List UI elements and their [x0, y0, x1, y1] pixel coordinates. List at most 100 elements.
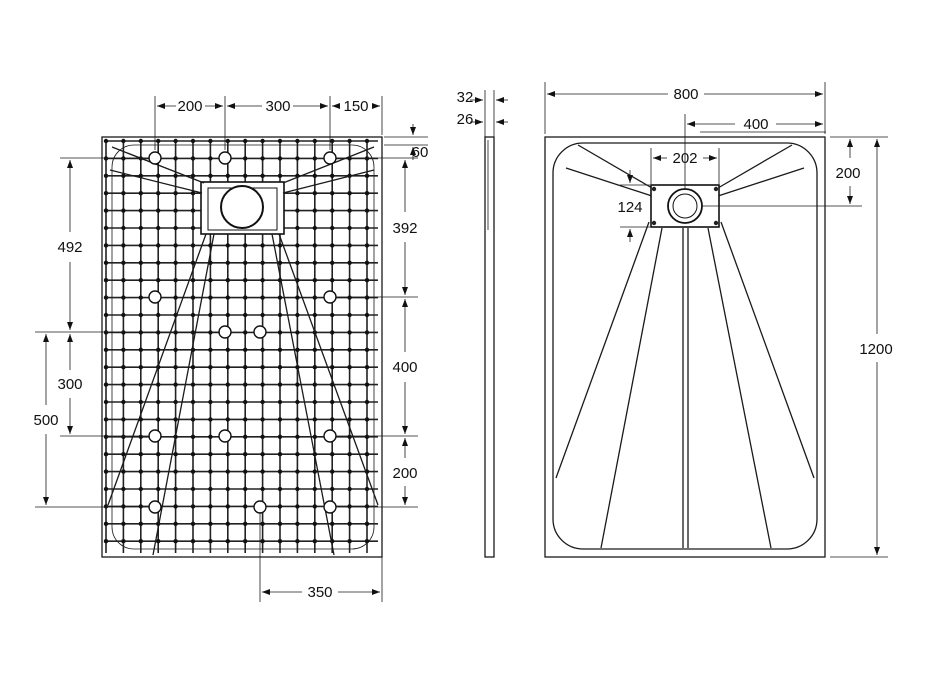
grid-node [121, 208, 126, 213]
grid-node [156, 173, 161, 178]
grid-node [138, 243, 143, 248]
grid-node [173, 225, 178, 231]
grid-node [208, 138, 213, 144]
grid-node [295, 539, 300, 544]
support-feet [148, 151, 337, 514]
grid-node [277, 434, 283, 439]
grid-node [364, 191, 370, 196]
back-view-outline [101, 136, 383, 558]
grid-node [243, 260, 248, 265]
grid-node [156, 469, 161, 474]
grid-node [330, 521, 335, 526]
foot [323, 500, 337, 514]
grid-node [295, 469, 300, 474]
grid-node [190, 504, 196, 509]
grid-node [103, 521, 109, 526]
grid-node [225, 521, 230, 526]
grid-node [138, 278, 143, 283]
grid-node [208, 156, 213, 161]
grid-node [208, 504, 213, 509]
dim-front-124: 124 [617, 199, 642, 216]
grid-node [295, 156, 300, 161]
grid-node [138, 434, 143, 439]
grid-node [347, 225, 352, 231]
dim-side-32: 32 [457, 89, 474, 106]
grid-node [364, 295, 370, 300]
grid-node [260, 452, 265, 457]
grid-node [347, 330, 352, 335]
grid-node [295, 208, 300, 213]
grid-node [190, 156, 196, 161]
grid-node [190, 191, 196, 196]
grid-node [243, 138, 248, 144]
grid-node [190, 417, 196, 422]
grid-node [225, 365, 230, 370]
grid-node [295, 138, 300, 144]
grid-node [330, 312, 335, 318]
grid-node [103, 452, 109, 457]
grid-node [173, 156, 178, 161]
grid-node [277, 156, 283, 161]
grid-node [243, 156, 248, 161]
grid-node [312, 539, 317, 544]
grid-node [138, 347, 143, 352]
grid-node [347, 539, 352, 544]
grid-node [243, 312, 248, 318]
grid-node [121, 399, 126, 405]
grid-node [364, 330, 370, 335]
grid-node [138, 399, 143, 405]
grid-node [121, 173, 126, 178]
grid-node [208, 399, 213, 405]
foot [253, 500, 267, 514]
grid-node [190, 521, 196, 526]
grid-node [138, 260, 143, 265]
grid-node [121, 243, 126, 248]
grid-node [103, 539, 109, 544]
grid-node [103, 208, 109, 213]
grid-node [260, 260, 265, 265]
grid-node [330, 469, 335, 474]
grid-node [347, 138, 352, 144]
grid-node [121, 521, 126, 526]
grid-node [103, 382, 109, 387]
grid-node [173, 382, 178, 387]
grid-node [243, 295, 248, 300]
grid-node [295, 486, 300, 492]
grid-node [330, 138, 335, 144]
grid-node [225, 260, 230, 265]
dim-front-400: 400 [743, 116, 768, 133]
grid-node [243, 452, 248, 457]
grid-node [243, 347, 248, 352]
dim-front-200: 200 [835, 165, 860, 182]
back-left-dimension-lines [35, 157, 220, 508]
grid-node [208, 312, 213, 318]
grid-node [190, 278, 196, 283]
dim-right-392: 392 [392, 220, 417, 237]
grid-node [103, 312, 109, 318]
foot [323, 151, 337, 165]
grate-corner-screws [651, 186, 719, 226]
grid-node [103, 278, 109, 283]
grid-node [260, 156, 265, 161]
foot [218, 325, 232, 339]
grid-node [277, 365, 283, 370]
grid-node [103, 365, 109, 370]
foot [218, 429, 232, 443]
grid-node [277, 504, 283, 509]
grid-node [225, 417, 230, 422]
grid-node [173, 452, 178, 457]
grid-node [277, 295, 283, 300]
grid-node [243, 173, 248, 178]
grid-node [121, 469, 126, 474]
grid-node [103, 138, 109, 144]
grid-node [225, 486, 230, 492]
back-view: 200 300 150 60 492 300 500 [33, 96, 428, 602]
grid-node [121, 382, 126, 387]
grid-node [173, 138, 178, 144]
grid-node [243, 399, 248, 405]
grid-node [225, 295, 230, 300]
grid-node [225, 243, 230, 248]
grid-node [121, 225, 126, 231]
grid-node [243, 521, 248, 526]
grid-node [277, 399, 283, 405]
